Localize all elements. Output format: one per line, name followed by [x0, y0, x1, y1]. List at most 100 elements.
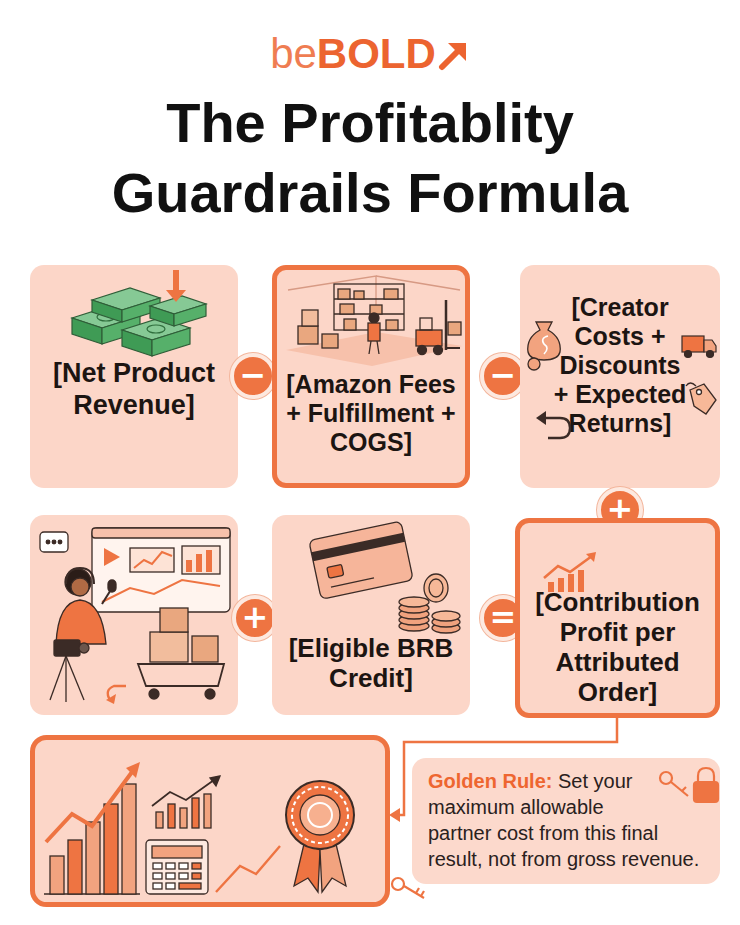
warehouse-illustration — [420, 318, 432, 330]
credit-card-illustration — [399, 603, 429, 613]
growth-chart-icon — [586, 552, 596, 562]
analytics-illustration — [46, 772, 132, 842]
leader-arrow — [389, 718, 617, 822]
creator-illustration — [40, 528, 230, 704]
growth-chart-icon — [578, 570, 584, 592]
growth-chart-icon — [558, 578, 564, 592]
key-lock-icons — [694, 782, 718, 802]
creator-illustration — [65, 656, 66, 702]
analytics-illustration — [292, 787, 348, 843]
illustration-panel — [33, 738, 388, 905]
warehouse-illustration — [384, 289, 398, 299]
creator-illustration — [182, 546, 220, 574]
credit-card-illustration — [432, 617, 460, 627]
analytics-illustration — [86, 822, 100, 894]
money-illustration — [92, 288, 160, 322]
key-lock-icons — [660, 768, 718, 802]
money-illustration — [152, 328, 190, 356]
growth-chart-icon — [568, 574, 574, 592]
money-bag-icon — [543, 336, 548, 354]
logo-text: be — [270, 30, 317, 78]
tag-icon — [697, 390, 702, 395]
analytics-illustration — [168, 804, 175, 828]
growth-chart-icon — [544, 556, 592, 578]
key-lock-icons — [698, 768, 714, 782]
creator-illustration — [102, 580, 220, 602]
credit-card-illustration — [429, 579, 443, 597]
warehouse-illustration — [286, 332, 462, 366]
money-illustration — [122, 330, 152, 356]
warehouse-illustration — [298, 326, 318, 344]
analytics-illustration — [152, 846, 202, 858]
money-illustration — [97, 313, 115, 321]
creator-illustration — [46, 540, 50, 544]
warehouse-illustration — [302, 310, 318, 326]
creator-illustration — [92, 528, 230, 538]
creator-illustration — [56, 600, 106, 644]
down-arrow-icon — [166, 270, 186, 302]
money-illustration — [122, 318, 190, 340]
money-illustration — [122, 318, 190, 356]
analytics-illustration — [179, 873, 188, 879]
page-title: The Profitablity Guardrails Formula — [40, 88, 700, 228]
credit-card-illustration — [399, 597, 429, 607]
illustration-panel — [30, 515, 238, 715]
creator-illustration — [66, 568, 94, 584]
analytics-illustration — [294, 844, 320, 892]
money-bag-icon — [528, 322, 561, 360]
key-lock-icons — [671, 782, 688, 796]
credit-card-illustration — [309, 521, 413, 599]
operator-symbol: + — [236, 599, 274, 637]
warehouse-illustration — [368, 323, 380, 341]
creator-illustration — [186, 560, 192, 572]
analytics-illustration — [166, 873, 175, 879]
analytics-illustration — [166, 883, 175, 889]
analytics-illustration — [180, 808, 187, 828]
logo-arrow — [436, 37, 470, 71]
tag-icon — [686, 383, 696, 386]
creator-illustration — [52, 540, 56, 544]
warehouse-illustration — [418, 346, 427, 355]
analytics-illustration — [150, 790, 230, 830]
key-icon — [421, 891, 424, 896]
leader-arrow — [389, 808, 400, 822]
truck-icon — [707, 351, 714, 358]
creator-illustration — [40, 532, 68, 552]
creator-illustration — [92, 528, 230, 612]
creator-illustration — [108, 686, 126, 700]
analytics-illustration — [179, 883, 201, 889]
box-label: [Eligible BRB Credit] — [278, 633, 464, 693]
analytics-illustration — [44, 893, 140, 894]
creator-illustration — [58, 540, 62, 544]
credit-card-illustration — [309, 521, 460, 633]
money-bag-icon — [528, 358, 540, 370]
truck-icon — [704, 340, 716, 352]
analytics-illustration — [153, 873, 162, 879]
creator-illustration — [150, 632, 188, 662]
return-arrow-icon — [542, 418, 570, 438]
warehouse-illustration — [334, 284, 404, 330]
operator-symbol: − — [234, 357, 272, 395]
analytics-illustration — [192, 863, 201, 869]
creator-illustration — [104, 548, 120, 566]
creator-illustration — [106, 694, 116, 704]
money-illustration — [72, 288, 206, 356]
warehouse-illustration — [445, 300, 448, 350]
rule-paragraph: Golden Rule: Set your maximum allowable … — [428, 768, 712, 872]
operator-circle: − — [230, 353, 276, 399]
formula-term-box: [Eligible BRB Credit] — [272, 515, 470, 715]
truck-icon — [685, 351, 692, 358]
credit-card-illustration — [309, 521, 413, 599]
tag-icon — [690, 384, 716, 414]
warehouse-illustration — [344, 319, 356, 330]
growth-chart-icon — [544, 552, 596, 592]
creator-illustration — [192, 636, 218, 662]
analytics-illustration — [179, 863, 188, 869]
rule-heading: Golden Rule: — [428, 770, 552, 792]
warehouse-illustration — [369, 341, 371, 354]
truck-icon — [682, 336, 704, 352]
return-arrow-icon — [536, 411, 546, 425]
analytics-illustration — [210, 776, 220, 786]
growth-chart-icon — [548, 582, 554, 592]
analytics-illustration — [192, 873, 201, 879]
